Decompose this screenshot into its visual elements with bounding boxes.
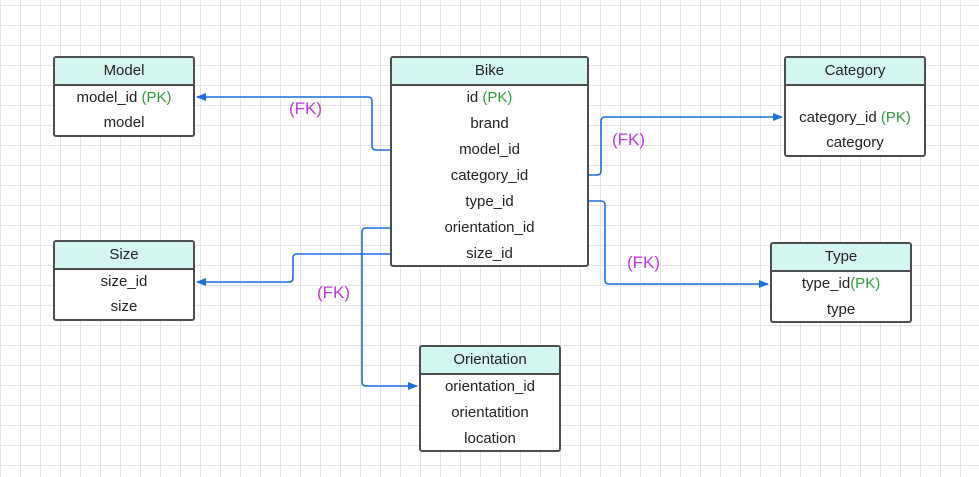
pk-marker: (PK) [850, 275, 881, 292]
pk-marker: (PK) [880, 109, 911, 126]
fk-label-model: (FK) [289, 99, 323, 118]
field-orientatition: orientatition [451, 404, 529, 421]
entity-bike[interactable]: Bike id (PK) brand model_id category_id … [390, 56, 589, 267]
field-bike-type-id: type_id [465, 193, 514, 210]
field-bike-id: id (PK) [466, 89, 513, 106]
entity-size[interactable]: Size size_id size [53, 240, 195, 321]
field-type: type [826, 301, 856, 318]
field-model-id: model_id (PK) [76, 89, 172, 106]
field-orientation-id: orientation_id [444, 378, 536, 395]
connector-bike-category[interactable] [589, 113, 783, 176]
entity-type-title: Type [772, 244, 910, 272]
connector-bike-orientation[interactable] [361, 227, 418, 390]
field-type-id: type_id(PK) [801, 275, 881, 292]
entity-orientation-title: Orientation [421, 347, 559, 375]
field-size-id: size_id [100, 273, 148, 290]
entity-orientation[interactable]: Orientation orientation_id orientatition… [419, 345, 561, 452]
field-model: model [103, 114, 145, 131]
field-category-id: category_id (PK) [799, 109, 911, 126]
field-bike-orientation-id: orientation_id [444, 219, 535, 236]
field-bike-size-id: size_id [466, 245, 513, 262]
connector-bike-size[interactable] [196, 253, 390, 286]
entity-size-title: Size [55, 242, 193, 270]
fk-label-size: (FK) [317, 283, 351, 302]
entity-model[interactable]: Model model_id (PK) model [53, 56, 195, 137]
field-bike-brand: brand [470, 115, 509, 132]
entity-category-title: Category [786, 58, 924, 86]
field-size: size [110, 298, 138, 315]
connector-bike-model[interactable] [196, 93, 390, 151]
connector-bike-type[interactable] [589, 200, 769, 288]
fk-label-type: (FK) [627, 253, 661, 272]
field-location: location [464, 430, 516, 447]
fk-label-category: (FK) [612, 130, 646, 149]
entity-bike-title: Bike [392, 58, 587, 86]
field-category: category [826, 134, 884, 151]
field-bike-category-id: category_id [450, 167, 529, 184]
entity-category[interactable]: Category category_id (PK) category [784, 56, 926, 157]
pk-marker: (PK) [141, 89, 172, 106]
field-bike-model-id: model_id [459, 141, 520, 158]
pk-marker: (PK) [482, 89, 513, 106]
entity-type[interactable]: Type type_id(PK) type [770, 242, 912, 323]
entity-model-title: Model [55, 58, 193, 86]
